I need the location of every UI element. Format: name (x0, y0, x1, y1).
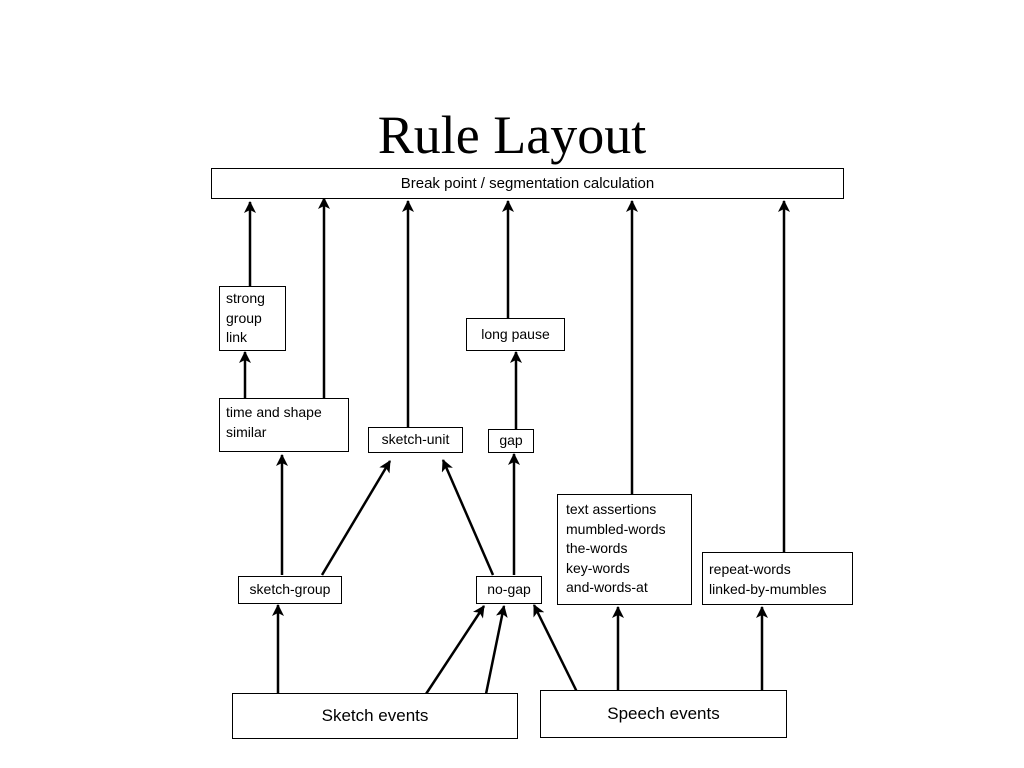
arrow-sketch-group-to-sketch-unit (320, 460, 392, 576)
strong-group-link-line-2: group (226, 309, 262, 326)
no-gap-box: no-gap (476, 576, 542, 604)
arrow-sketch-events-to-no-gap-2 (484, 605, 508, 695)
gap-box: gap (488, 429, 534, 453)
speech-events-label: Speech events (607, 704, 720, 724)
breakpoint-box: Break point / segmentation calculation (211, 168, 844, 199)
breakpoint-label: Break point / segmentation calculation (400, 174, 655, 192)
text-assertions-line-4: key-words (566, 559, 630, 576)
strong-group-link-line-3: link (226, 329, 248, 345)
repeat-words-box: repeat-words linked-by-mumbles (702, 552, 853, 605)
repeat-words-line-2: linked-by-mumbles (709, 580, 827, 597)
gap-label: gap (499, 432, 523, 449)
text-assertions-line-2: mumbled-words (566, 520, 666, 537)
strong-group-link-box: strong group link (219, 286, 286, 351)
sketch-unit-label: sketch-unit (381, 431, 450, 448)
strong-group-link-line-1: strong (226, 290, 265, 306)
long-pause-box: long pause (466, 318, 565, 351)
arrow-speech-events-to-no-gap (532, 604, 579, 693)
sketch-group-box: sketch-group (238, 576, 342, 604)
long-pause-label: long pause (481, 325, 550, 342)
sketch-unit-box: sketch-unit (368, 427, 463, 453)
text-assertions-line-5: and-words-at (566, 579, 648, 595)
time-and-shape-box: time and shape similar (219, 398, 349, 452)
slide-title: Rule Layout (377, 105, 647, 165)
time-and-shape-line-2: similar (226, 423, 267, 440)
text-assertions-box: text assertions mumbled-words the-words … (557, 494, 692, 605)
sketch-group-label: sketch-group (249, 581, 331, 598)
repeat-words-line-1: repeat-words (709, 561, 791, 577)
text-assertions-line-3: the-words (566, 540, 628, 556)
arrow-no-gap-to-sketch-unit (441, 459, 495, 576)
sketch-events-box: Sketch events (232, 693, 518, 739)
time-and-shape-line-1: time and shape (226, 404, 322, 420)
text-assertions-line-1: text assertions (566, 501, 657, 517)
speech-events-box: Speech events (540, 690, 787, 738)
no-gap-label: no-gap (487, 581, 531, 598)
sketch-events-label: Sketch events (321, 706, 429, 726)
arrow-sketch-events-to-no-gap-1 (424, 605, 486, 695)
